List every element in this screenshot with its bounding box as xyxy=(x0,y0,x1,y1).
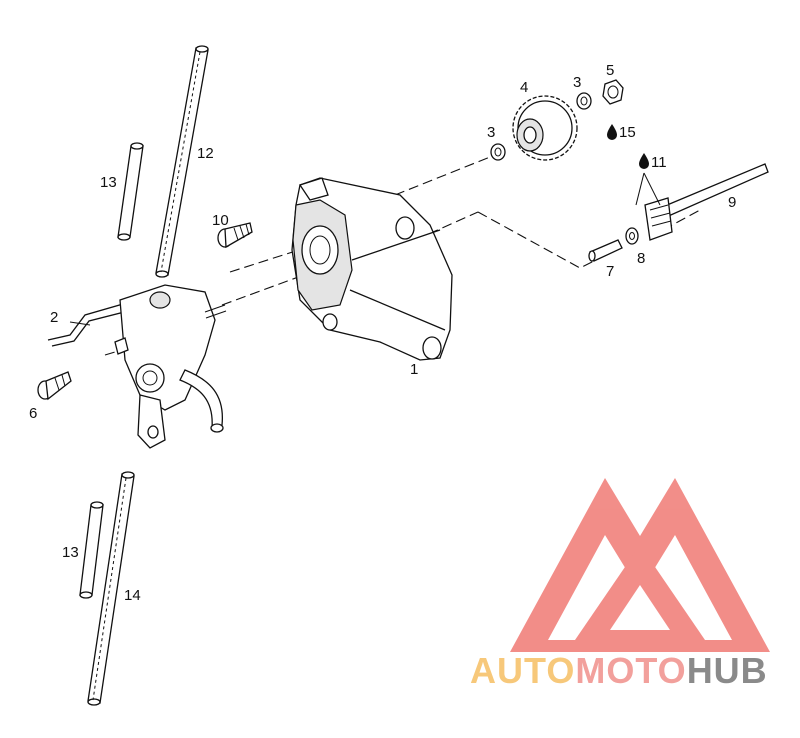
watermark-text: AUTOMOTOHUB xyxy=(470,650,768,692)
label-part-4: 4 xyxy=(520,79,528,96)
label-part-6: 6 xyxy=(29,405,37,422)
part-8-washer xyxy=(625,227,639,245)
label-part-9: 9 xyxy=(728,194,736,211)
part-4-gear xyxy=(512,95,578,161)
part-14-tube xyxy=(87,471,135,706)
label-part-1: 1 xyxy=(410,361,418,378)
part-5-nut xyxy=(602,79,624,105)
oil-drop-icon xyxy=(607,124,617,140)
part-12-tube xyxy=(155,45,209,278)
part-9-shaft xyxy=(644,163,769,241)
part-3-washers xyxy=(490,92,592,161)
part-10-screw xyxy=(217,222,253,249)
label-part-13: 13 xyxy=(100,174,117,191)
part-6-screw xyxy=(37,371,72,401)
watermark-auto: AUTO xyxy=(470,650,576,691)
label-part-3: 3 xyxy=(573,74,581,91)
part-13-tube-lower xyxy=(79,501,104,599)
watermark-moto: MOTO xyxy=(575,650,687,691)
label-part-3: 3 xyxy=(487,124,495,141)
label-part-13: 13 xyxy=(62,544,79,561)
part-7-pin xyxy=(588,239,623,262)
watermark-logo xyxy=(510,478,770,652)
label-part-15: 15 xyxy=(619,124,636,141)
oil-drop-icon xyxy=(639,153,649,169)
label-part-2: 2 xyxy=(50,309,58,326)
part-1-cover-plate xyxy=(291,177,453,361)
part-13-tube-upper xyxy=(117,142,144,241)
label-part-10: 10 xyxy=(212,212,229,229)
logo-center-cut xyxy=(610,585,670,630)
leader-lines xyxy=(69,172,661,326)
label-part-14: 14 xyxy=(124,587,141,604)
watermark-hub: HUB xyxy=(686,650,768,691)
label-part-8: 8 xyxy=(637,250,645,267)
label-part-11: 11 xyxy=(651,154,667,171)
label-part-12: 12 xyxy=(197,145,214,162)
label-part-7: 7 xyxy=(606,263,614,280)
label-part-5: 5 xyxy=(606,62,614,79)
oil-pump-assembly xyxy=(47,284,227,449)
